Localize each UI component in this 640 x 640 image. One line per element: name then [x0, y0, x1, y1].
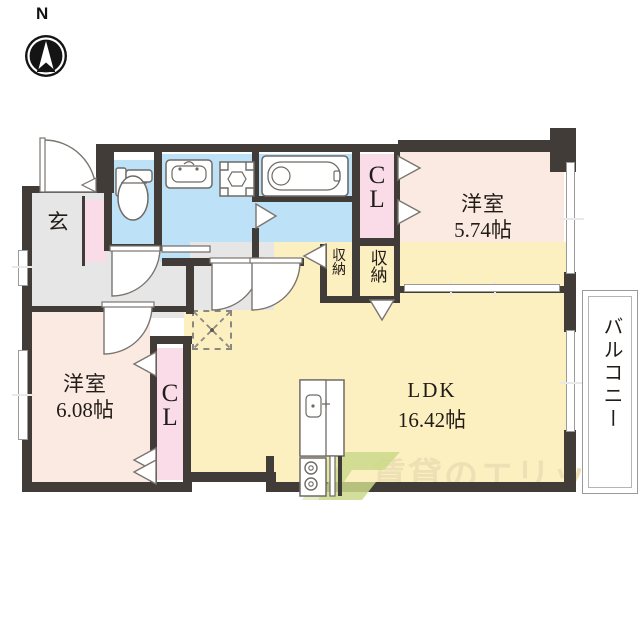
- window-tick-left-2: [12, 394, 34, 396]
- wall-hall-right-2: [260, 258, 268, 266]
- wall-right-lower1: [564, 292, 576, 332]
- wall-storage-bottom: [320, 296, 400, 303]
- window-bedroom-north-bottom[interactable]: [404, 284, 560, 292]
- balcony-label: バルコニー: [600, 316, 622, 431]
- closet-shoebox: [84, 200, 106, 264]
- wall-hall-right: [186, 266, 194, 314]
- window-tick-right-1: [560, 218, 584, 220]
- wall-cl-west-right: [183, 340, 191, 484]
- bedroom-north-size: 5.74帖: [454, 218, 512, 242]
- window-tick-left-1: [12, 266, 34, 268]
- dashed-square-symbol-icon: [192, 310, 232, 350]
- compass-rose: N: [14, 4, 84, 86]
- ldk-size: 16.42帖: [397, 408, 467, 432]
- bedroom-west-size: 6.08帖: [56, 398, 114, 422]
- entrance-door-icon: [39, 137, 97, 193]
- wall-bath-right: [352, 150, 360, 268]
- storage-right-label: 収納: [370, 249, 388, 285]
- wall-cl-west-left: [150, 340, 157, 484]
- closet-cl-north: [356, 154, 398, 242]
- wall-storage-right-right: [394, 244, 400, 302]
- wall-cl-north-right: [394, 152, 400, 244]
- wall-hall-bottom: [32, 306, 110, 312]
- compass-north-label: N: [36, 4, 49, 23]
- wall-bath-divider: [252, 150, 259, 202]
- wall-right-lower2: [564, 430, 576, 492]
- ldk-name: LDK: [407, 378, 457, 402]
- wall-bedroom-west-bottom: [22, 482, 188, 492]
- wall-storage-divider: [352, 244, 360, 302]
- wall-washroom-bottom: [162, 258, 304, 266]
- entrance-label: 玄: [47, 210, 69, 234]
- room-toilet: [108, 160, 160, 246]
- compass-north-arrow-icon: [25, 35, 67, 77]
- wall-toilet-left: [104, 150, 112, 250]
- window-left-entrance[interactable]: [18, 250, 28, 286]
- storage-left-label: 収納: [332, 249, 346, 278]
- wall-top-horizontal: [96, 144, 294, 152]
- closet-cl-west-top: [156, 348, 184, 480]
- wall-ldk-bottom-left: [184, 472, 276, 482]
- wall-storage-left-left: [320, 244, 327, 302]
- wall-cl-west-top: [150, 336, 192, 344]
- wall-toilet-right: [154, 150, 162, 250]
- wall-outer-left: [22, 192, 32, 492]
- wall-right-upper: [564, 140, 576, 164]
- wall-bathtub-bottom: [256, 196, 358, 202]
- wall-top-right-corner: [550, 128, 576, 140]
- wall-ldk-step: [266, 456, 274, 488]
- wall-top-horizontal-2: [286, 144, 362, 152]
- bedroom-north-name: 洋室: [461, 192, 505, 216]
- balcony-inner: [588, 296, 632, 488]
- wall-ldk-bottom-right: [266, 482, 576, 492]
- wall-cl-north-bottom: [352, 238, 400, 246]
- wall-hall-bottom-2: [140, 306, 192, 312]
- wall-bath-divider-lower: [252, 228, 259, 268]
- wall-toilet-bottom: [104, 244, 162, 251]
- window-right-ldk[interactable]: [566, 330, 575, 432]
- wall-shoebox-left: [82, 196, 85, 266]
- bedroom-west-name: 洋室: [63, 372, 107, 396]
- wall-right-mid: [564, 272, 576, 294]
- wall-bedroom-north-top: [398, 140, 554, 152]
- wall-north-top: [356, 144, 404, 152]
- hallway-top: [22, 262, 274, 310]
- window-tick-right-2: [560, 382, 584, 384]
